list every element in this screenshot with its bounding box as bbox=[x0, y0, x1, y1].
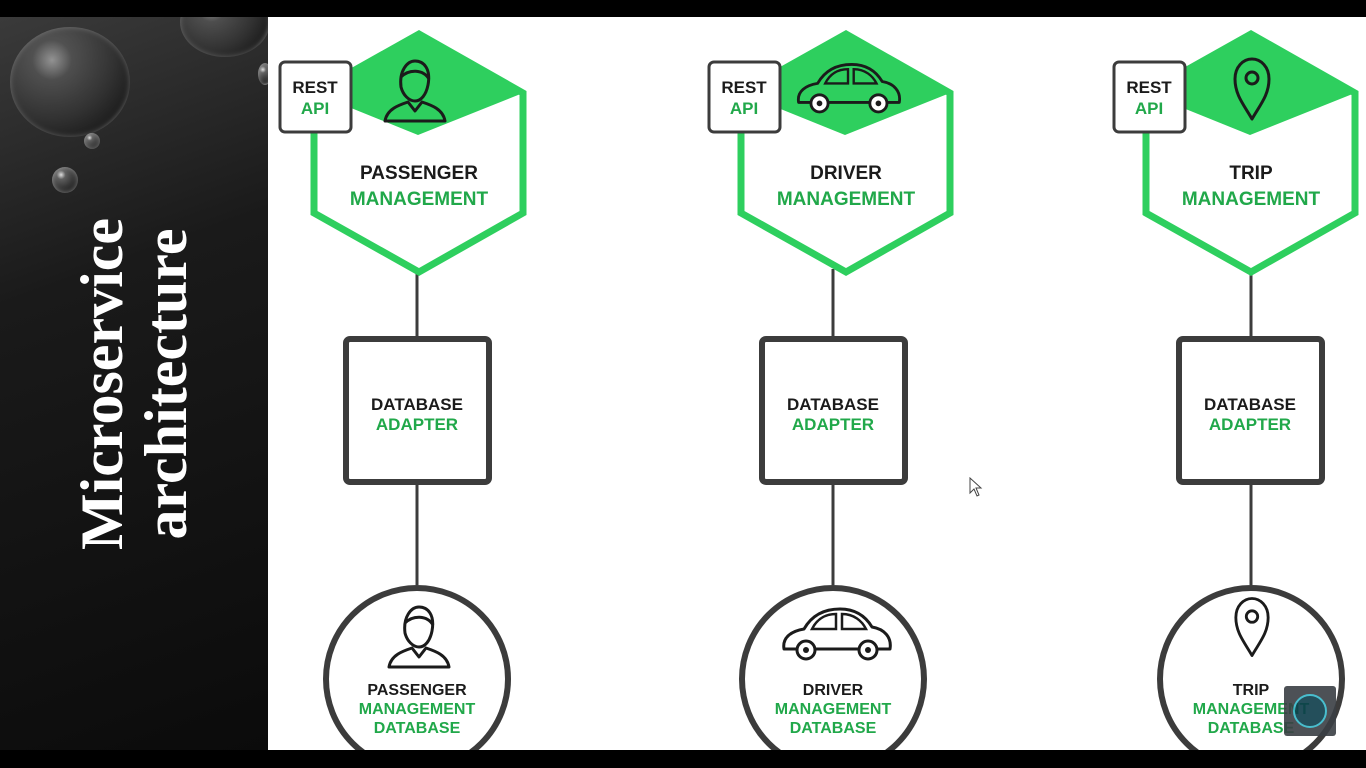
rest-label: REST bbox=[721, 78, 767, 97]
title-panel: Microservice architecture bbox=[0, 17, 268, 750]
service-name-sub: MANAGEMENT bbox=[350, 189, 489, 210]
database-adapter-box bbox=[759, 336, 908, 485]
rest-api-badge bbox=[707, 60, 782, 134]
slide-title: Microservice architecture bbox=[69, 217, 199, 550]
service-column-driver: DRIVER MANAGEMENT REST API DATABASE ADAP… bbox=[707, 29, 954, 750]
adapter-label-sub: ADAPTER bbox=[376, 415, 458, 434]
channel-logo bbox=[1284, 686, 1336, 736]
database-name-sub: MANAGEMENT bbox=[1193, 701, 1310, 718]
adapter-label-sub: ADAPTER bbox=[1209, 415, 1291, 434]
logo-emblem bbox=[1293, 694, 1327, 728]
mouse-pointer-icon bbox=[969, 477, 983, 497]
api-label: API bbox=[1135, 99, 1163, 118]
database-name: PASSENGER bbox=[367, 682, 467, 699]
database-adapter-box bbox=[1176, 336, 1325, 485]
slide-title-line1: Microservice bbox=[69, 217, 135, 550]
database-circle bbox=[323, 585, 511, 750]
water-drop bbox=[10, 27, 130, 137]
adapter-label: DATABASE bbox=[787, 395, 879, 414]
rest-label: REST bbox=[1126, 78, 1172, 97]
diagram-canvas: PASSENGER MANAGEMENT REST API DATABASE A… bbox=[268, 17, 1366, 750]
api-label: API bbox=[730, 99, 758, 118]
api-label: API bbox=[301, 99, 329, 118]
rest-api-badge bbox=[278, 60, 353, 134]
database-name-type: DATABASE bbox=[790, 720, 877, 737]
water-drop bbox=[52, 167, 78, 193]
service-name: DRIVER bbox=[810, 163, 882, 184]
database-adapter-box bbox=[343, 336, 492, 485]
rest-label: REST bbox=[292, 78, 338, 97]
database-name-sub: MANAGEMENT bbox=[359, 701, 476, 718]
service-name: TRIP bbox=[1229, 163, 1273, 184]
service-name-sub: MANAGEMENT bbox=[777, 189, 916, 210]
service-name-sub: MANAGEMENT bbox=[1182, 189, 1321, 210]
service-column-passenger: PASSENGER MANAGEMENT REST API DATABASE A… bbox=[278, 29, 527, 750]
adapter-label: DATABASE bbox=[371, 395, 463, 414]
rest-api-badge bbox=[1112, 60, 1187, 134]
database-name-sub: MANAGEMENT bbox=[775, 701, 892, 718]
database-name-type: DATABASE bbox=[374, 720, 461, 737]
slide-title-line2: architecture bbox=[133, 228, 199, 539]
water-drop bbox=[258, 63, 268, 85]
water-drop bbox=[84, 133, 100, 149]
database-name: TRIP bbox=[1233, 682, 1270, 699]
service-name: PASSENGER bbox=[360, 163, 478, 184]
adapter-label-sub: ADAPTER bbox=[792, 415, 874, 434]
database-name-type: DATABASE bbox=[1208, 720, 1295, 737]
database-name: DRIVER bbox=[803, 682, 864, 699]
hexagon-header bbox=[314, 34, 523, 135]
service-column-trip: TRIP MANAGEMENT REST API DATABASE ADAPTE… bbox=[1112, 29, 1359, 750]
adapter-label: DATABASE bbox=[1204, 395, 1296, 414]
